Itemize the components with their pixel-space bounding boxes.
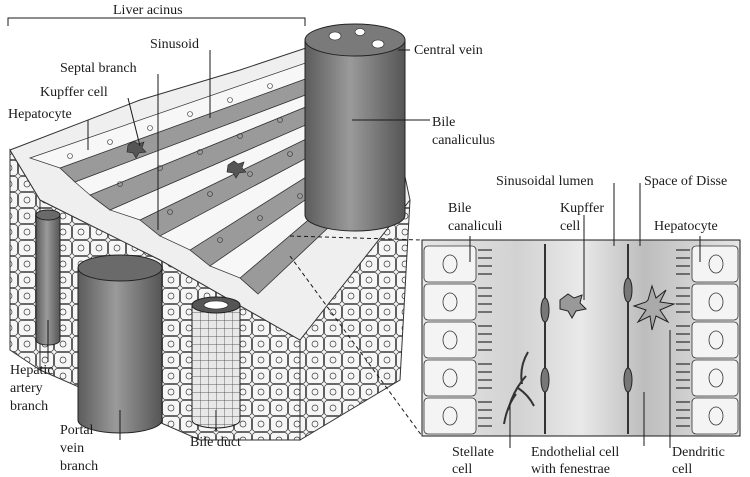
bile-duct — [192, 297, 240, 428]
label-inset-kupffer-line1: Kupffer — [560, 201, 604, 216]
label-hepatic-artery-line2: artery — [10, 381, 43, 396]
label-endothelial-line1: Endothelial cell — [531, 445, 619, 460]
label-space-of-disse: Space of Disse — [644, 174, 727, 189]
inset-left-hepatocytes — [424, 246, 476, 434]
label-stellate-line2: cell — [452, 462, 472, 477]
label-central-vein: Central vein — [414, 43, 483, 58]
label-endothelial-line2: with fenestrae — [531, 462, 610, 477]
sinusoid-inset — [422, 240, 740, 436]
label-portal-vein-line2: vein — [60, 441, 84, 456]
label-sinusoidal-lumen: Sinusoidal lumen — [496, 174, 594, 189]
label-stellate-line1: Stellate — [452, 445, 494, 460]
label-bile-canaliculus-line2: canaliculus — [432, 133, 495, 148]
label-septal-branch: Septal branch — [60, 61, 137, 76]
label-sinusoid: Sinusoid — [150, 37, 199, 52]
label-portal-vein-line3: branch — [60, 459, 98, 474]
label-bile-canaliculi-line1: Bile — [448, 201, 471, 216]
inset-right-hepatocytes — [692, 246, 738, 434]
label-hepatic-artery-line1: Hepatic — [10, 363, 54, 378]
label-hepatic-artery-line3: branch — [10, 399, 48, 414]
label-bile-duct: Bile duct — [190, 435, 241, 450]
label-liver-acinus: Liver acinus — [113, 3, 183, 18]
portal-vein-branch — [78, 255, 162, 433]
label-dendritic-line1: Dendritic — [672, 445, 725, 460]
label-bile-canaliculus-line1: Bile — [432, 115, 455, 130]
central-vein — [305, 24, 405, 231]
label-dendritic-line2: cell — [672, 462, 692, 477]
label-bile-canaliculi-line2: canaliculi — [448, 219, 503, 234]
label-portal-vein-line1: Portal — [60, 423, 94, 438]
label-inset-kupffer-line2: cell — [560, 219, 580, 234]
label-hepatocyte: Hepatocyte — [8, 107, 72, 122]
label-inset-hepatocyte: Hepatocyte — [654, 219, 718, 234]
label-kupffer-cell: Kupffer cell — [40, 85, 108, 100]
